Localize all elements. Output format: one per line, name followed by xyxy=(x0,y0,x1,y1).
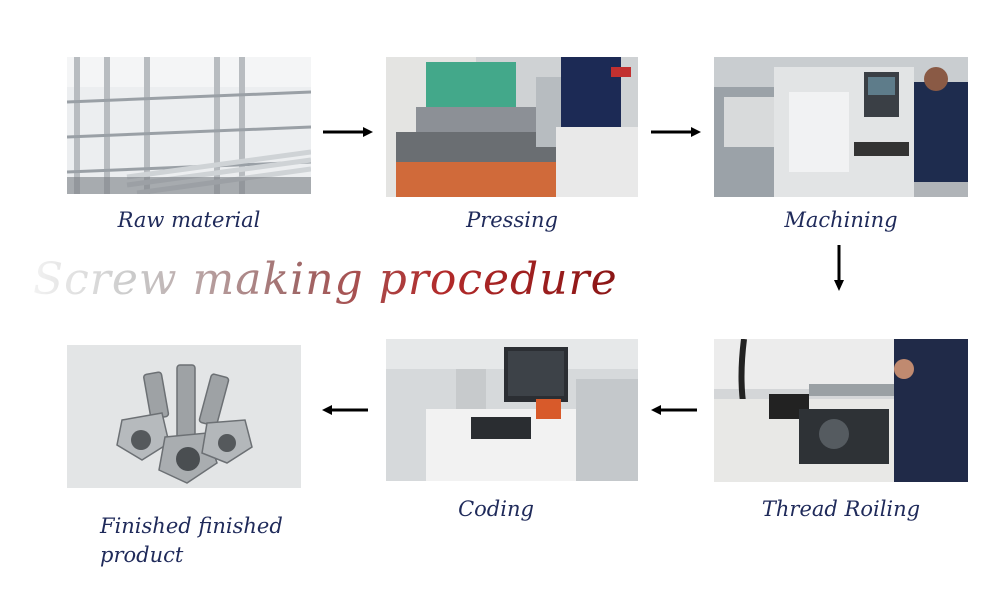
raw-material-photo xyxy=(67,57,311,194)
arrow-down-icon xyxy=(832,245,846,291)
arrow-left-icon xyxy=(322,403,368,417)
step-label-finished-product: Finished finished product xyxy=(100,512,283,570)
machining-photo xyxy=(714,57,968,197)
step-label-pressing: Pressing xyxy=(466,208,558,232)
finished-product-photo xyxy=(67,345,301,488)
step-label-finished-line1: Finished finished xyxy=(100,514,283,538)
page-title: Screw making procedure xyxy=(33,254,618,305)
step-label-coding: Coding xyxy=(458,497,534,521)
step-label-finished-line2: product xyxy=(100,543,184,567)
arrow-left-icon xyxy=(651,403,697,417)
step-label-raw-material: Raw material xyxy=(117,208,261,232)
arrow-right-icon xyxy=(323,125,373,139)
arrow-right-icon xyxy=(651,125,701,139)
coding-photo xyxy=(386,339,638,481)
step-label-thread-rolling: Thread Roiling xyxy=(761,497,921,521)
pressing-photo xyxy=(386,57,638,197)
thread-rolling-photo xyxy=(714,339,968,482)
step-label-machining: Machining xyxy=(784,208,898,232)
